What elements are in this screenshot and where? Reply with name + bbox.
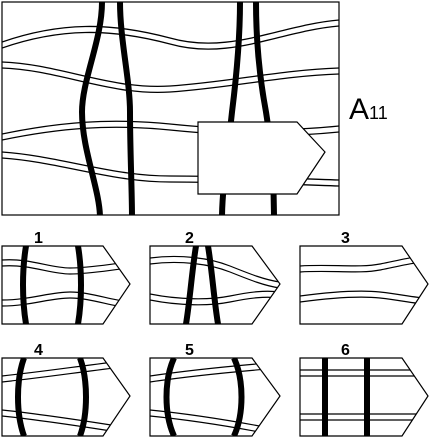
option-5-number: 5 xyxy=(185,342,194,359)
wavy-line-pair-2 xyxy=(2,61,339,94)
puzzle-frame xyxy=(1,1,340,216)
option-2[interactable]: 2 xyxy=(149,230,281,325)
option-3[interactable]: 3 xyxy=(299,230,429,325)
option-6[interactable]: 6 xyxy=(299,342,429,437)
option-5[interactable]: 5 xyxy=(149,342,281,437)
option-4-number: 4 xyxy=(34,342,43,359)
option-2-number: 2 xyxy=(185,230,194,247)
wavy-line-pair-1 xyxy=(2,19,339,50)
option-1-number: 1 xyxy=(34,230,43,247)
svg-text:A11: A11 xyxy=(349,93,388,126)
thick-bar-group-left xyxy=(78,2,135,215)
option-4[interactable]: 4 xyxy=(1,342,131,437)
option-6-number: 6 xyxy=(341,342,350,359)
option-1[interactable]: 1 xyxy=(1,230,131,325)
puzzle-id-main: A xyxy=(349,93,369,126)
option-3-number: 3 xyxy=(341,230,350,247)
missing-piece-gap xyxy=(197,121,326,195)
puzzle-id-sub: 11 xyxy=(369,103,388,123)
